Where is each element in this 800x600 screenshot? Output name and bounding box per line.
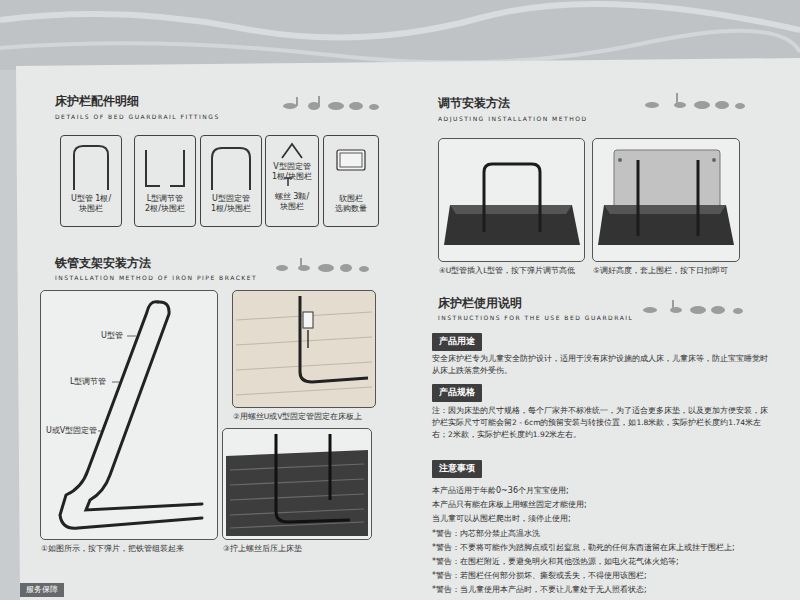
slats [230,464,364,528]
notice-item: *警告：内芯部分禁止高温水洗 [432,529,540,539]
section-tag: 产品用途 [432,333,482,351]
mattress [444,205,580,245]
section-subheading: INSTALLATION METHOD OF IRON PIPE BRACKET [55,274,257,282]
section-tag-text: 注意事项 [439,463,475,475]
animal-icons [276,93,745,314]
panel-ground [232,290,376,408]
tube-frame [484,164,540,232]
notice-item: 当儿童可以从围栏爬出时，须停止使用; [432,514,571,524]
part-box: U型管 1根/块围栏 [60,135,122,227]
wood-grain [236,312,372,395]
step-caption: ①如图所示，按下弹片，把铁管组装起来 [41,544,184,554]
part-label: V型固定管 1根/块围栏 [269,162,315,183]
part-label: 螺丝 3颗/块围栏 [269,192,315,213]
screw [307,330,309,348]
section-subheading: DETAILS OF BED GUARDRAIL FITTINGS [55,113,220,121]
body-text: 注：因为床垫的尺寸规格，每个厂家并不标准统一，为了适合更多床垫，以及更加方便安装… [432,405,772,441]
plastic-highlight [0,4,800,37]
part-icons [74,144,365,190]
step-caption: ③拧上螺丝后压上床垫 [223,544,302,554]
step-panel: ①如图所示，按下弹片，把铁管组装起来 [40,290,218,540]
step-panel: ⑤调好高度，套上围栏，按下日扣即可 [592,138,740,262]
tube-frame [276,434,350,522]
section-heading: 铁管支架安装方法 [55,256,151,271]
notice-item: *警告：在围栏附近，要避免明火和其他强热源，如电火花气体火焰等; [432,557,679,567]
part-box: L型调节管 2根/块围栏 [134,135,196,227]
step-caption: ⑤调好高度，套上围栏，按下日扣即可 [593,266,728,276]
part-callout: L型调节管 [70,377,106,387]
snap-button [712,158,716,162]
section-tag-text: 产品用途 [439,336,475,348]
step-panel: ④U型管插入L型管，按下弹片调节高低 [438,138,585,262]
mattress [604,205,726,214]
soft-guard [614,150,720,212]
notice-item: 本产品只有能在床板上用螺丝固定才能使用; [432,500,587,510]
tube-frame [60,302,202,529]
part-label: U型固定管 1根/块围栏 [204,194,258,215]
part-callout: U或V型固定管 [46,426,97,436]
section-tag: 产品规格 [432,384,482,402]
paper-sheet [16,58,800,600]
part-callout: U型管 [101,331,123,341]
step-caption: ④U型管插入L型管，按下弹片调节高低 [439,266,575,276]
panel-ground [40,290,218,540]
notice-item: 本产品适用于年龄0~36个月宝宝使用; [432,486,569,496]
part-box: V型固定管 1根/块围栏螺丝 3颗/块围栏 [265,135,319,227]
section-subheading: ADJUSTING INSTALLATION METHOD [438,115,588,123]
panel-ground [222,428,372,540]
section-tag-text: 产品规格 [439,387,475,399]
step-caption: ②用螺丝U或V型固定管固定在床板上 [233,412,362,422]
section-heading: 床护栏使用说明 [438,296,522,311]
step-panel: ③拧上螺丝后压上床垫 [222,428,372,540]
section-heading: 调节安装方法 [438,96,510,111]
notice-item: *警告：当儿童使用本产品时，不要让儿童处于无人照看状态; [432,585,647,595]
footer-tab: 服务保障 [20,583,64,597]
bracket [303,312,313,328]
part-label: U型管 1根/块围栏 [64,194,118,215]
panel-ground [592,138,740,262]
section-tag: 注意事项 [432,460,482,478]
notice-item: *警告：若围栏任何部分损坏、撕裂或丢失，不得使用该围栏; [432,571,647,581]
tube-frame [638,160,698,236]
part-label: L型调节管 2根/块围栏 [138,194,192,215]
part-box: U型固定管 1根/块围栏 [200,135,262,227]
mattress [598,205,734,245]
mattress [450,205,572,214]
panel-ground [438,138,585,262]
snap-button [618,158,622,162]
tube-frame [300,296,368,382]
section-subheading: INSTRUCTIONS FOR THE USE BED GUARDRAIL [438,314,633,322]
part-label: 软围栏 选购数量 [327,194,375,215]
body-text: 安全床护栏专为儿童安全防护设计，适用于没有床护设施的成人床，儿童床等，防止宝宝睡… [432,353,772,377]
plastic-highlight [0,31,800,63]
notice-item: *警告：不要将可能作为踏脚点或引起窒息，勒死的任何东西遗留在床上或挂于围栏上; [432,543,735,553]
section-heading: 床护栏配件明细 [55,94,139,109]
part-box: 软围栏 选购数量 [323,135,379,227]
step-panel: ②用螺丝U或V型固定管固定在床板上 [232,290,376,408]
